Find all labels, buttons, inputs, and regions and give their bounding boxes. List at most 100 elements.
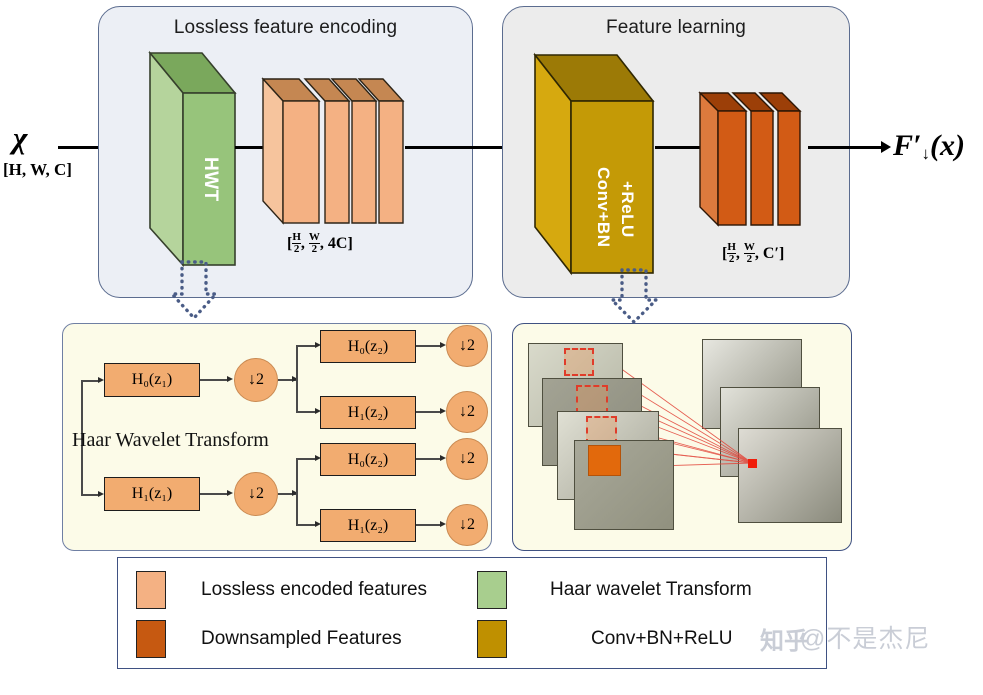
haar-wire-h1z1-to-d1b-head (227, 490, 233, 496)
hwt-to-stack-arrow-line (235, 146, 269, 149)
downsampled-stack-shape (698, 91, 802, 227)
haar-split-top-lower (296, 411, 317, 413)
haar-input-branch-bottom-head (98, 491, 104, 497)
hwt-detail-connector-arrow (168, 260, 220, 321)
receptive-field-highlight-2 (576, 385, 608, 414)
haar-split-top-upper (296, 345, 317, 347)
legend-label-lossless-encoded-features: Lossless encoded features (201, 579, 428, 600)
haar-wire-h0z2b-to-d2c (416, 458, 442, 460)
conv-block-label-line1: Conv+BN (594, 167, 613, 248)
haar-downsample-stage2-3: ↓2 (446, 438, 488, 480)
input-shape-label: [H, W, C] (3, 160, 72, 179)
haar-wire-h0z1-to-d1a (200, 379, 229, 381)
haar-wire-d1b-out-head (292, 490, 298, 496)
panel-learning-title: Feature learning (606, 17, 746, 38)
haar-input-trunk-vertical (81, 380, 83, 496)
haar-wire-d1a-out (278, 379, 296, 381)
haar-wire-h1z2a-to-d2b-head (440, 408, 446, 414)
downsampled-feature-stack (698, 91, 815, 233)
haar-split-bottom-vertical (296, 458, 298, 526)
legend-swatch-lossless-encoded-features (136, 571, 166, 609)
haar-wire-d1a-out-head (292, 376, 298, 382)
learned-shape-open: [ (722, 245, 728, 263)
output-symbol: F′ (893, 129, 922, 162)
haar-diagram: H₀(z₁) H₁(z₁) ↓2 ↓2 H₀(z₂) H₁(z₂) H₀(z₂)… (62, 323, 492, 551)
panel-haar-wavelet-transform (62, 323, 492, 551)
haar-input-branch-top (81, 380, 100, 382)
haar-input-branch-bottom (81, 494, 100, 496)
legend: Lossless encoded features Haar wavelet T… (117, 557, 827, 669)
haar-downsample-stage2-2: ↓2 (446, 391, 488, 433)
legend-label-downsampled-features: Downsampled Features (201, 628, 402, 649)
input-symbol: χ (13, 120, 28, 155)
hwt-block: HWT (148, 50, 237, 268)
encoded-shape-close: ] (347, 235, 353, 253)
haar-split-bottom-lower (296, 524, 317, 526)
learned-shape-sep1: , (735, 245, 740, 263)
haar-filter-h0z2-b: H₀(z₂) (320, 443, 416, 476)
haar-split-top-vertical (296, 345, 298, 413)
haar-downsample-stage1-bottom: ↓2 (234, 472, 278, 516)
legend-swatch-downsampled-features (136, 620, 166, 658)
output-subscript: ↓ (921, 144, 930, 163)
legend-swatch-haar-wavelet-transform (477, 571, 507, 609)
haar-filter-h1z2-b: H₁(z₂) (320, 509, 416, 542)
output-arrow-line (808, 146, 884, 149)
haar-wire-h1z1-to-d1b (200, 493, 229, 495)
haar-wire-h1z2a-to-d2b (416, 411, 442, 413)
haar-wire-h1z2b-to-d2d (416, 524, 442, 526)
haar-split-bottom-lower-head (315, 521, 321, 527)
learned-shape-close: ] (778, 245, 785, 263)
haar-wire-h0z2a-to-d2a-head (440, 342, 446, 348)
haar-split-top-upper-head (315, 342, 321, 348)
haar-downsample-stage2-4: ↓2 (446, 504, 488, 546)
lossless-encoded-feature-stack (261, 77, 411, 229)
learned-shape-channels: C′ (762, 245, 779, 263)
haar-filter-h1z2-a: H₁(z₂) (320, 396, 416, 429)
haar-split-top-lower-head (315, 408, 321, 414)
panel-encoding-title: Lossless feature encoding (173, 17, 398, 38)
haar-caption: Haar Wavelet Transform (72, 429, 269, 451)
output-arrow-head (881, 141, 891, 153)
haar-wire-h1z2b-to-d2d-head (440, 521, 446, 527)
output-feature-map-card-3 (738, 428, 842, 523)
haar-filter-h0z2-a: H₀(z₂) (320, 330, 416, 363)
conv-to-downsampled-arrow-line (655, 146, 707, 149)
conv-block-shape (533, 52, 655, 276)
watermark-handle: @不是杰尼 (800, 625, 931, 653)
encoded-shape-open: [ (287, 235, 293, 253)
haar-wire-h0z1-to-d1a-head (227, 376, 233, 382)
legend-label-haar-wavelet-transform: Haar wavelet Transform (550, 579, 752, 600)
encoded-shape-sep2: , (319, 235, 324, 253)
conv-block-label-line2: +ReLU (618, 181, 637, 238)
output-activation-point (748, 459, 757, 468)
watermark-logo: 知乎 (760, 628, 808, 655)
hwt-block-label: HWT (200, 157, 221, 202)
active-receptive-field-highlight (588, 445, 621, 476)
legend-swatch-conv-bn-relu (477, 620, 507, 658)
feature-map-illustration (512, 323, 852, 551)
conv-detail-connector-arrow (607, 268, 661, 325)
haar-wire-d1b-out (278, 493, 296, 495)
haar-split-bottom-upper (296, 458, 317, 460)
haar-wire-h0z2b-to-d2c-head (440, 455, 446, 461)
hwt-block-shape (148, 50, 237, 268)
haar-downsample-stage1-top: ↓2 (234, 358, 278, 402)
haar-wire-h0z2a-to-d2a (416, 345, 442, 347)
haar-downsample-stage2-1: ↓2 (446, 325, 488, 367)
learned-shape-sep2: , (754, 245, 759, 263)
haar-filter-h0z1: H₀(z₁) (104, 363, 200, 397)
haar-filter-h1z1: H₁(z₁) (104, 477, 200, 511)
legend-label-conv-bn-relu: Conv+BN+ReLU (591, 628, 733, 649)
receptive-field-highlight-1 (564, 348, 594, 376)
encoded-shape-sep1: , (300, 235, 305, 253)
encoded-shape-channels: 4C (327, 235, 348, 253)
haar-input-branch-top-head (98, 377, 104, 383)
